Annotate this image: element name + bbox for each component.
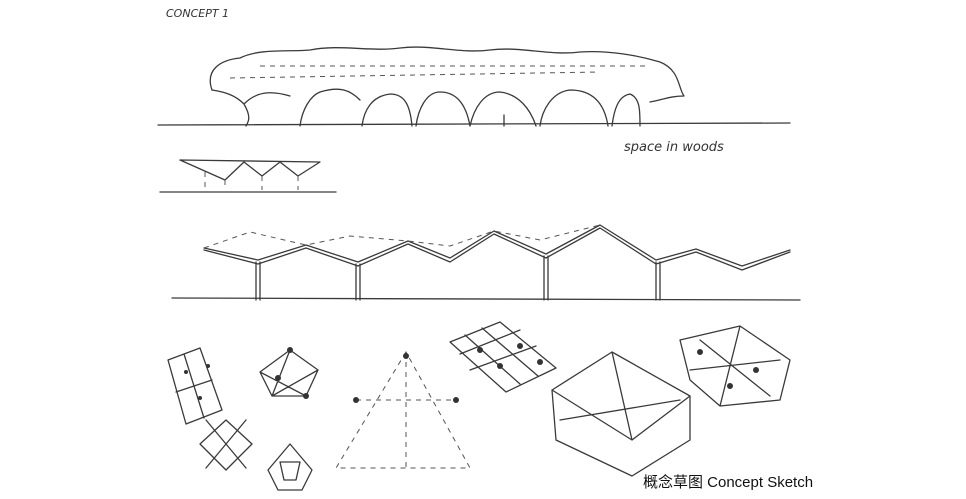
plan-sketches xyxy=(167,321,791,491)
image-caption: 概念草图 Concept Sketch xyxy=(643,474,814,491)
roof-section-sketch xyxy=(171,224,801,301)
sketch-title: CONCEPT 1 xyxy=(166,7,229,20)
umbrella-section-sketch xyxy=(159,159,337,193)
woods-canopy-sketch xyxy=(157,46,791,127)
sketch-annotation: space in woods xyxy=(624,140,724,155)
